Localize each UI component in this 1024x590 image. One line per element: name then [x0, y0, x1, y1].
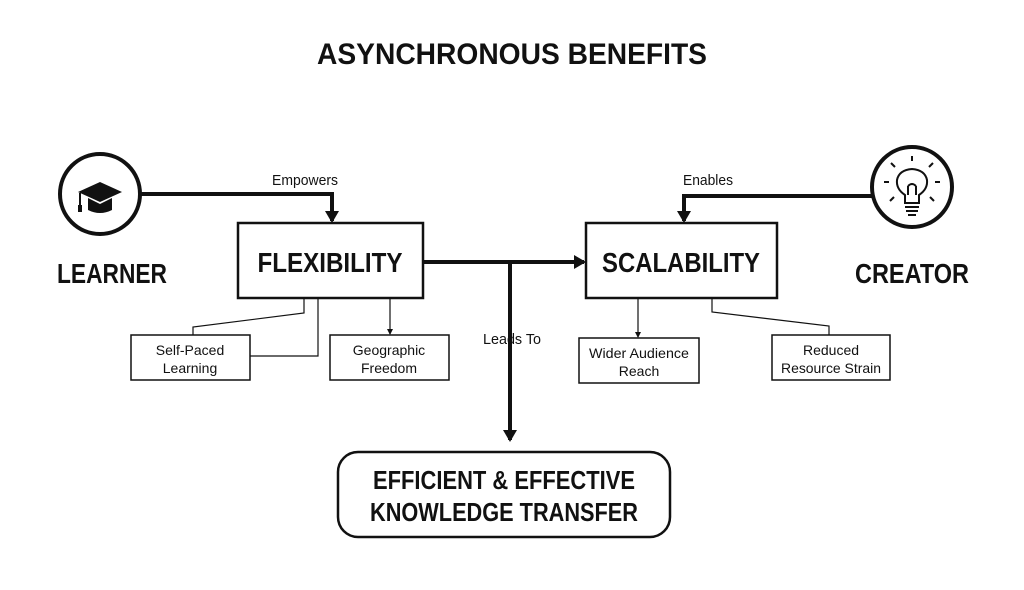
learner-label: LEARNER — [57, 258, 167, 289]
geographic-freedom-box: Geographic Freedom — [329, 334, 450, 381]
empowers-label: Empowers — [272, 172, 338, 189]
child-label: Freedom — [361, 360, 417, 376]
outcome-line-2: KNOWLEDGE TRANSFER — [370, 497, 638, 527]
enables-arrow — [677, 194, 872, 223]
self-paced-learning-box: Self-Paced Learning — [130, 334, 251, 381]
outcome-box: EFFICIENT & EFFECTIVE KNOWLEDGE TRANSFER — [336, 450, 672, 539]
leads-to-label: Leads To — [483, 331, 541, 348]
creator-label: CREATOR — [855, 258, 969, 289]
child-label: Reduced — [803, 342, 859, 358]
child-label: Reach — [619, 363, 659, 379]
flexibility-box: FLEXIBILITY — [236, 221, 425, 300]
enables-label: Enables — [683, 172, 733, 189]
learner-node: LEARNER — [57, 152, 167, 289]
reduced-resource-strain-box: Reduced Resource Strain — [771, 334, 891, 381]
scalability-box: SCALABILITY — [584, 221, 779, 300]
graduation-cap-icon — [78, 182, 122, 213]
child-label: Learning — [163, 360, 218, 376]
child-label: Resource Strain — [781, 360, 881, 376]
child-label: Self-Paced — [156, 342, 224, 358]
lightbulb-icon — [884, 156, 940, 216]
scalability-label: SCALABILITY — [602, 247, 760, 278]
child-label: Wider Audience — [589, 345, 689, 361]
wider-audience-reach-box: Wider Audience Reach — [578, 337, 700, 384]
flexibility-label: FLEXIBILITY — [258, 247, 403, 278]
outcome-line-1: EFFICIENT & EFFECTIVE — [373, 465, 635, 495]
empowers-arrow — [140, 192, 339, 223]
creator-node: CREATOR — [855, 145, 969, 289]
child-label: Geographic — [353, 342, 425, 358]
page-title: ASYNCHRONOUS BENEFITS — [317, 38, 707, 71]
